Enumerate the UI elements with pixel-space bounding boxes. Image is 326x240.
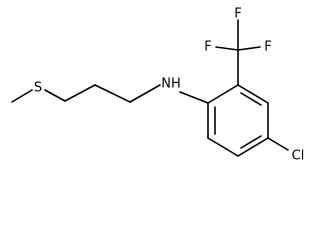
bond-layer: [11, 19, 289, 157]
bond-ch2-ch2-c: [129, 84, 161, 103]
molecule-structure-diagram: F F F S NH Cl: [11, 7, 304, 164]
ring-double-bond-2: [240, 135, 262, 149]
bond-ring-chlorine: [267, 137, 289, 151]
ring-bond-4: [237, 137, 269, 157]
bond-sulfur-ch2: [44, 89, 66, 102]
fluorine-atom-top: F: [234, 7, 241, 22]
ring-bond-2: [237, 84, 269, 104]
fluorine-atom-right: F: [264, 40, 271, 55]
bond-methyl-sulfur: [11, 89, 33, 103]
bond-ch2-ch2-a: [64, 84, 96, 102]
atom-label-layer: F F F S NH Cl: [34, 7, 304, 164]
ring-bond-5: [207, 137, 239, 157]
sulfur-atom: S: [34, 81, 42, 96]
amine-nh-group: NH: [161, 77, 181, 92]
bond-cf3-f-right: [237, 46, 261, 51]
chlorine-atom: Cl: [292, 149, 305, 164]
ring-bond-1: [207, 84, 239, 104]
bond-nh-ring: [179, 91, 209, 104]
bond-cf3-f-left: [215, 46, 239, 51]
ring-double-bond-1: [240, 92, 262, 106]
fluorine-atom-left: F: [204, 40, 211, 55]
bond-ch2-ch2-b: [94, 84, 131, 103]
